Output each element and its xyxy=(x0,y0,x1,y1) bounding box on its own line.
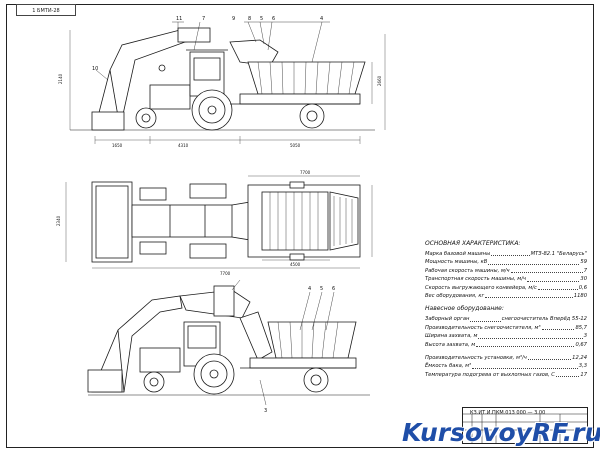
dim-4500: 4500 xyxy=(290,262,301,267)
callout-b6: 6 xyxy=(332,286,335,292)
document-code: КЗ.ИТ.И.ПКМ.013 000 — 3.00 xyxy=(470,410,546,416)
spec-heading: ОСНОВНАЯ ХАРАКТЕРИСТИКА: xyxy=(425,240,521,247)
callout-10: 10 xyxy=(92,66,98,72)
callout-b4: 4 xyxy=(308,286,311,292)
dims-mid: 7700 2340 4500 7700 xyxy=(56,170,311,276)
spec-heading-2: Навесное оборудование: xyxy=(425,305,504,313)
dim-4310: 4310 xyxy=(178,143,189,148)
callout-b3: 3 xyxy=(264,408,267,414)
specifications-block: ОСНОВНАЯ ХАРАКТЕРИСТИКА: Марка базовой м… xyxy=(425,240,587,379)
dim-7700-b: 7700 xyxy=(220,271,231,276)
dim-2140: 2140 xyxy=(58,73,63,84)
corner-stamp: 1 БМТИ-28 xyxy=(16,4,76,16)
callouts-top: 11 7 8 5 6 4 9 10 xyxy=(92,16,323,72)
plan-view-middle xyxy=(65,175,373,269)
callout-4: 4 xyxy=(320,16,323,22)
callout-b5: 5 xyxy=(320,286,323,292)
callouts-bottom: 4 5 6 3 xyxy=(264,286,335,414)
callout-8: 8 xyxy=(248,16,251,22)
callout-5: 5 xyxy=(260,16,263,22)
title-block-lines xyxy=(462,413,588,444)
side-view-top xyxy=(69,21,386,144)
side-view-bottom xyxy=(87,279,370,406)
dims-top: 1650 4310 5050 2140 2660 xyxy=(58,73,382,148)
spec-row: Температура подогрева от выхлопных газов… xyxy=(425,371,587,378)
drawing-frame xyxy=(6,4,594,448)
watermark-logo: KursovoyRF.ru xyxy=(402,418,600,447)
dim-2340: 2340 xyxy=(56,215,61,226)
callout-6: 6 xyxy=(272,16,275,22)
callout-9: 9 xyxy=(232,16,235,22)
dim-5050: 5050 xyxy=(290,143,301,148)
title-block xyxy=(462,407,588,444)
dim-1650: 1650 xyxy=(112,143,123,148)
callout-11: 11 xyxy=(176,16,182,22)
dim-2660: 2660 xyxy=(377,75,382,86)
dim-7700: 7700 xyxy=(300,170,311,175)
callout-7: 7 xyxy=(202,16,205,22)
